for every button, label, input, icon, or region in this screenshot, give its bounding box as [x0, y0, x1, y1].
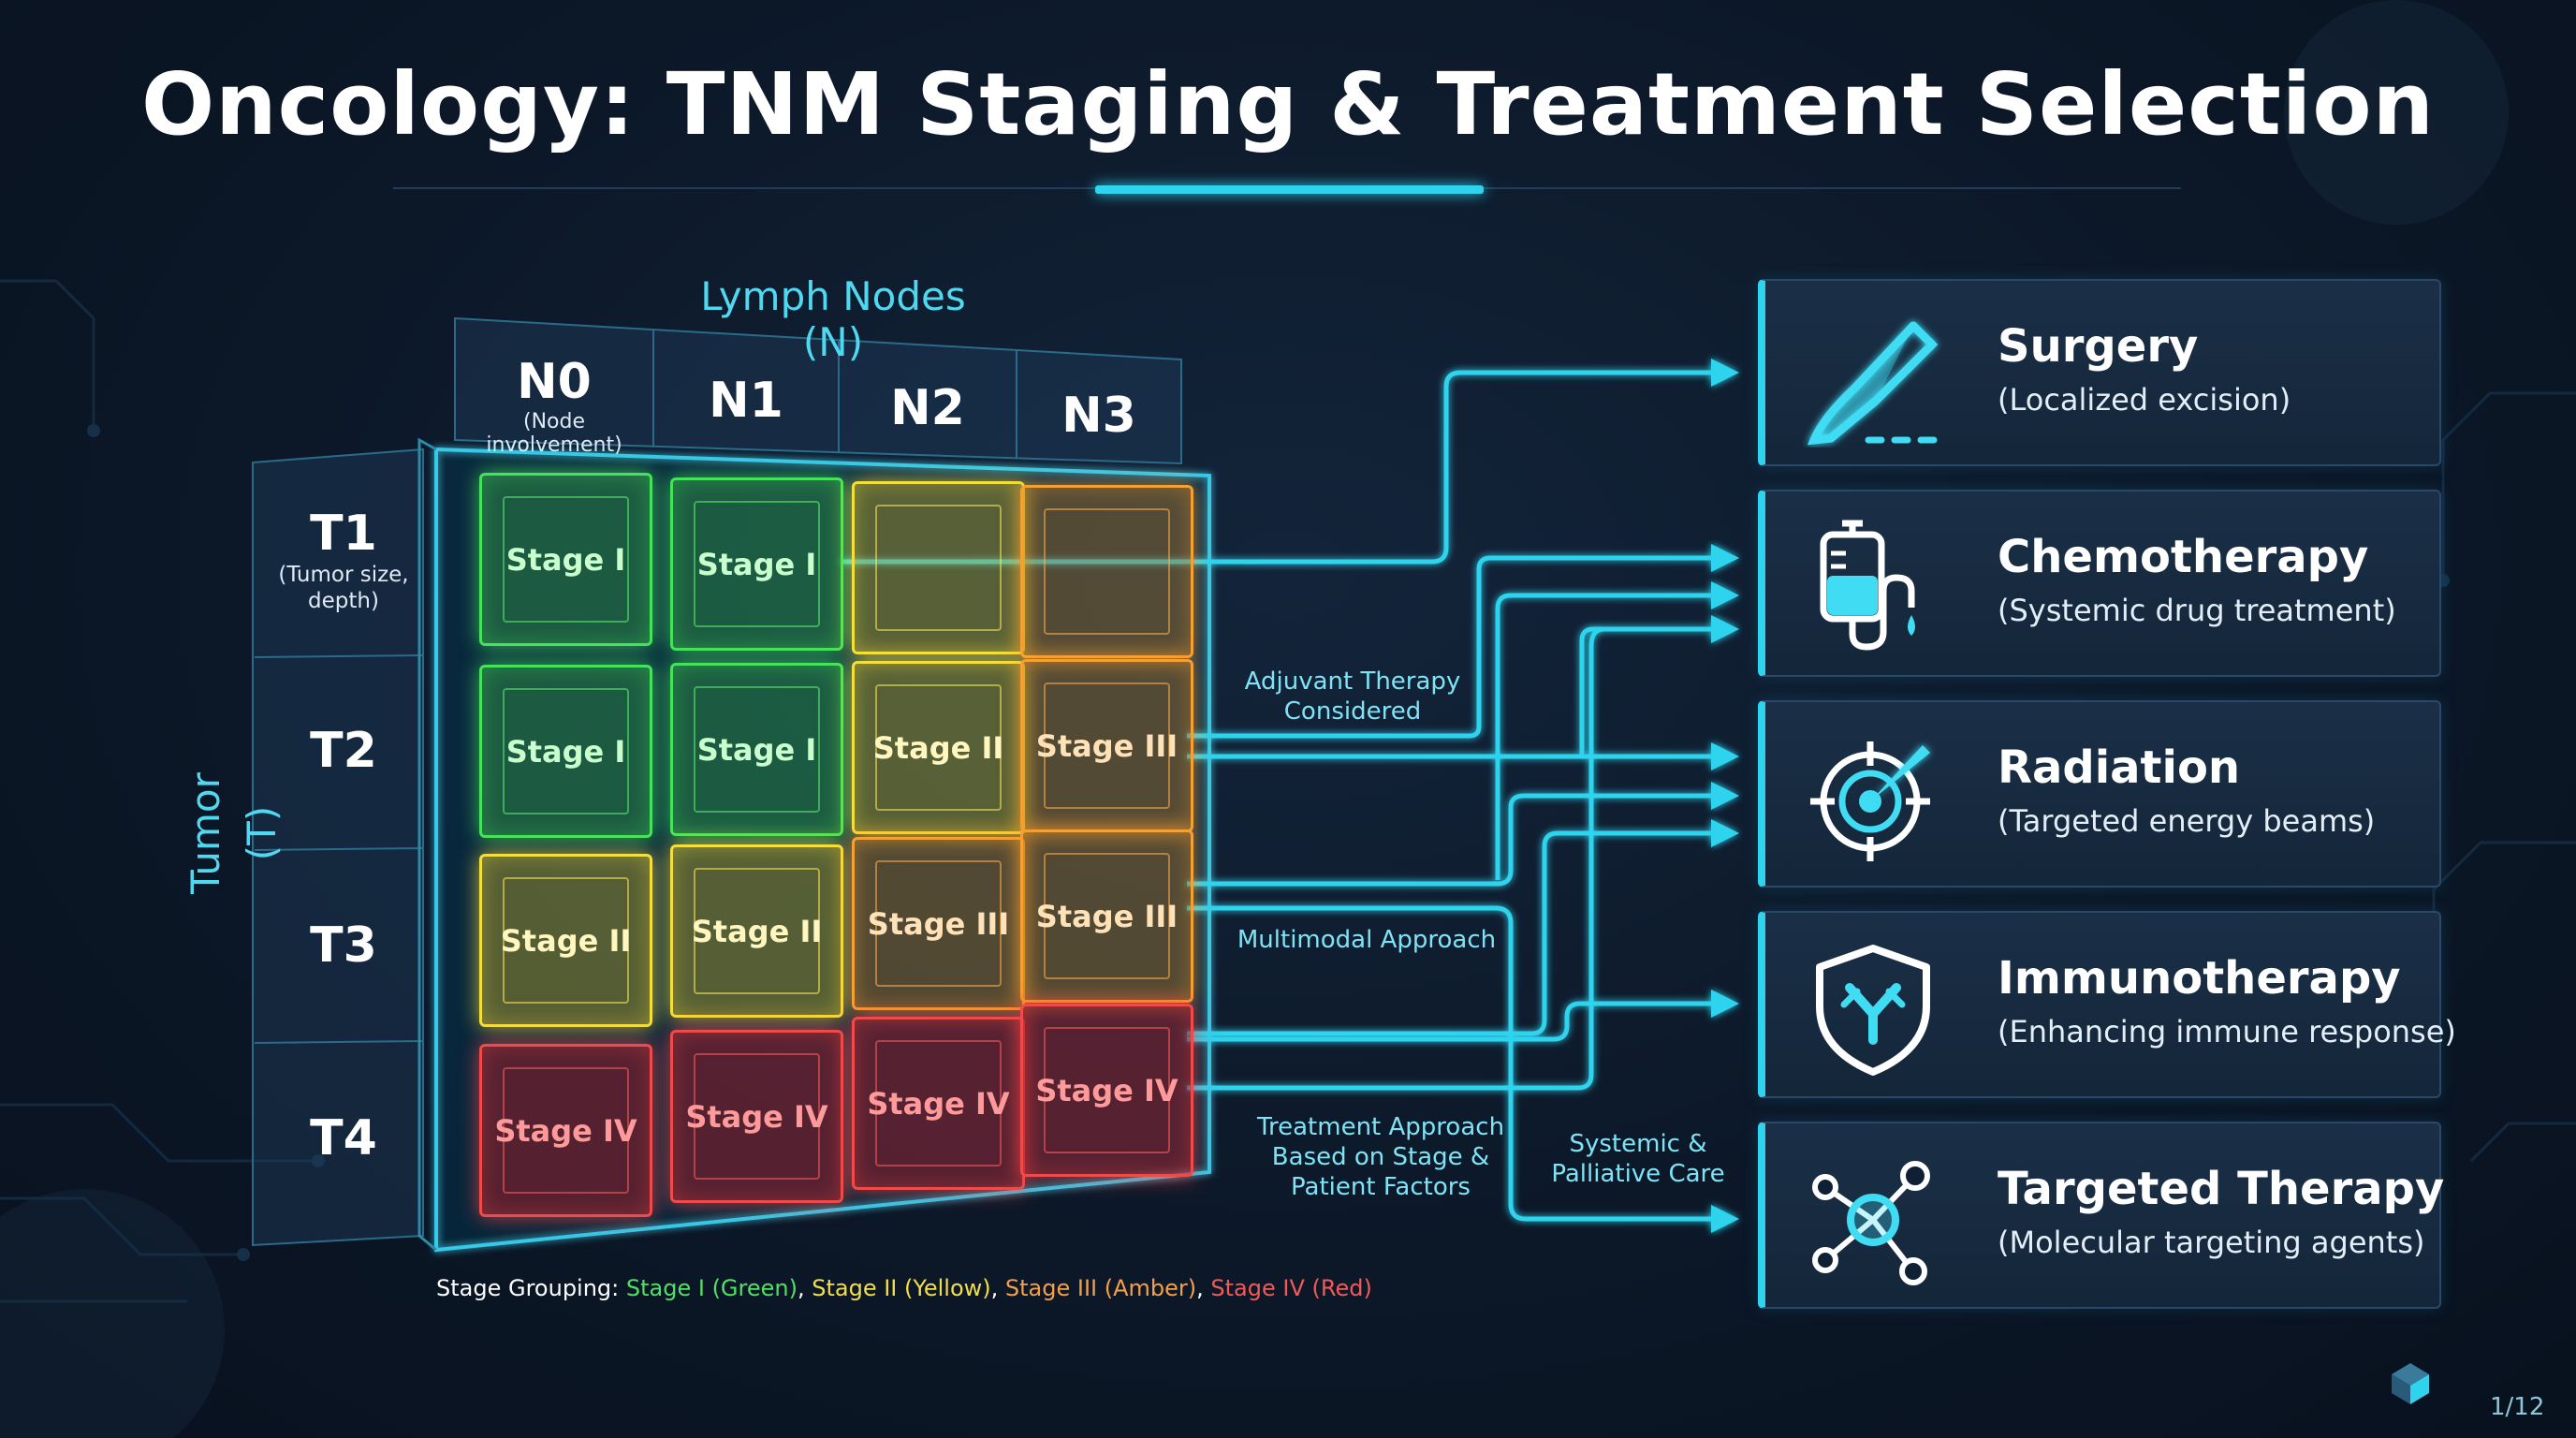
- column-header-n3: N3: [1061, 388, 1136, 444]
- treatment-name: Immunotherapy: [1998, 952, 2401, 1005]
- scalpel-icon: [1807, 321, 1939, 446]
- row-header-t2: T2: [310, 723, 377, 779]
- treatment-name: Radiation: [1998, 741, 2241, 794]
- n-header-panel: [454, 316, 1182, 465]
- legend-stage-1: Stage I (Green): [625, 1275, 798, 1301]
- column-header-n2: N2: [890, 380, 965, 436]
- cell-t1-n0: Stage I: [479, 473, 652, 646]
- cell-t3-n0: Stage II: [479, 854, 652, 1027]
- stage-legend: Stage Grouping: Stage I (Green), Stage I…: [436, 1275, 1372, 1301]
- t-header-panel: [252, 448, 424, 1247]
- treatment-name: Surgery: [1998, 320, 2199, 373]
- brand-logo-icon: [2392, 1363, 2429, 1404]
- connector-t3-radiation: [1187, 782, 1739, 887]
- annotation-adjuvant: Adjuvant Therapy Considered: [1244, 668, 1461, 726]
- annotation-multimodal: Multimodal Approach: [1237, 926, 1497, 954]
- row-header-t1: T1 (Tumor size, depth): [278, 506, 409, 613]
- treatment-desc: (Targeted energy beams): [1998, 803, 2376, 839]
- page-title: Oncology: TNM Staging & Treatment Select…: [140, 54, 2436, 154]
- iv-bag-icon: [1820, 520, 1915, 651]
- cell-t4-n0: Stage IV: [479, 1044, 652, 1217]
- cell-t2-n1: Stage I: [670, 663, 843, 836]
- cell-t3-n2: Stage III: [852, 837, 1025, 1010]
- row-header-t4: T4: [310, 1110, 377, 1167]
- axis-label-lymph-nodes: Lymph Nodes (N): [700, 273, 966, 365]
- legend-prefix: Stage Grouping:: [436, 1275, 626, 1301]
- connector-chemo-branch-1: [1579, 615, 1739, 756]
- page-number: 1/12: [2490, 1393, 2545, 1421]
- legend-stage-4: Stage IV (Red): [1210, 1275, 1372, 1301]
- connector-surgery: [841, 359, 1739, 565]
- connector-t4-chemo: [1187, 626, 1605, 1091]
- treatment-card-chemotherapy[interactable]: Chemotherapy (Systemic drug treatment): [1758, 490, 2441, 677]
- column-header-n0: N0 (Node involvement): [486, 354, 622, 457]
- cell-t1-n1: Stage I: [670, 477, 843, 651]
- cell-t4-n3: Stage IV: [1020, 1004, 1193, 1177]
- treatment-name: Targeted Therapy: [1998, 1163, 2445, 1215]
- connector-t2-chemo-adjuvant: [1187, 544, 1739, 739]
- title-accent-bar: [1095, 185, 1484, 194]
- connector-t4-immuno: [1187, 990, 1739, 1042]
- treatment-card-surgery[interactable]: Surgery (Localized excision): [1758, 279, 2441, 466]
- treatment-desc: (Localized excision): [1998, 382, 2291, 418]
- grid-depth-edge: [417, 437, 437, 1252]
- antibody-shield-icon: [1816, 945, 1930, 1076]
- cell-t3-n3: Stage III: [1020, 829, 1193, 1003]
- target-beam-icon: [1810, 741, 1930, 861]
- treatment-name: Chemotherapy: [1998, 531, 2369, 583]
- treatment-desc: (Molecular targeting agents): [1998, 1225, 2425, 1260]
- cell-t4-n1: Stage IV: [670, 1030, 843, 1203]
- treatment-card-targeted-therapy[interactable]: Targeted Therapy (Molecular targeting ag…: [1758, 1122, 2445, 1309]
- cell-t2-n3: Stage III: [1020, 659, 1193, 832]
- cell-t3-n1: Stage II: [670, 844, 843, 1018]
- connector-t4-radiation: [1187, 819, 1739, 1036]
- cell-t1-n3: [1020, 485, 1193, 658]
- molecule-icon: [1812, 1161, 1930, 1285]
- cell-t2-n2: Stage II: [852, 661, 1025, 834]
- axis-label-tumor: Tumor (T): [183, 772, 285, 894]
- row-header-t3: T3: [310, 917, 377, 974]
- legend-stage-2: Stage II (Yellow): [812, 1275, 991, 1301]
- cell-t4-n2: Stage IV: [852, 1017, 1025, 1190]
- annotation-systemic-palliative: Systemic & Palliative Care: [1551, 1130, 1725, 1188]
- cell-t2-n0: Stage I: [479, 665, 652, 838]
- column-header-n1: N1: [709, 373, 783, 429]
- treatment-desc: (Systemic drug treatment): [1998, 593, 2396, 628]
- connector-t3-targeted: [1187, 905, 1739, 1233]
- treatment-desc: (Enhancing immune response): [1998, 1014, 2456, 1049]
- legend-stage-3: Stage III (Amber): [1004, 1275, 1197, 1301]
- connector-chemo-branch-2: [1495, 581, 1739, 880]
- cell-t1-n2: [852, 481, 1025, 654]
- treatment-card-immunotherapy[interactable]: Immunotherapy (Enhancing immune response…: [1758, 911, 2456, 1098]
- treatment-card-radiation[interactable]: Radiation (Targeted energy beams): [1758, 700, 2441, 888]
- annotation-treatment-approach: Treatment Approach Based on Stage & Pati…: [1256, 1113, 1505, 1201]
